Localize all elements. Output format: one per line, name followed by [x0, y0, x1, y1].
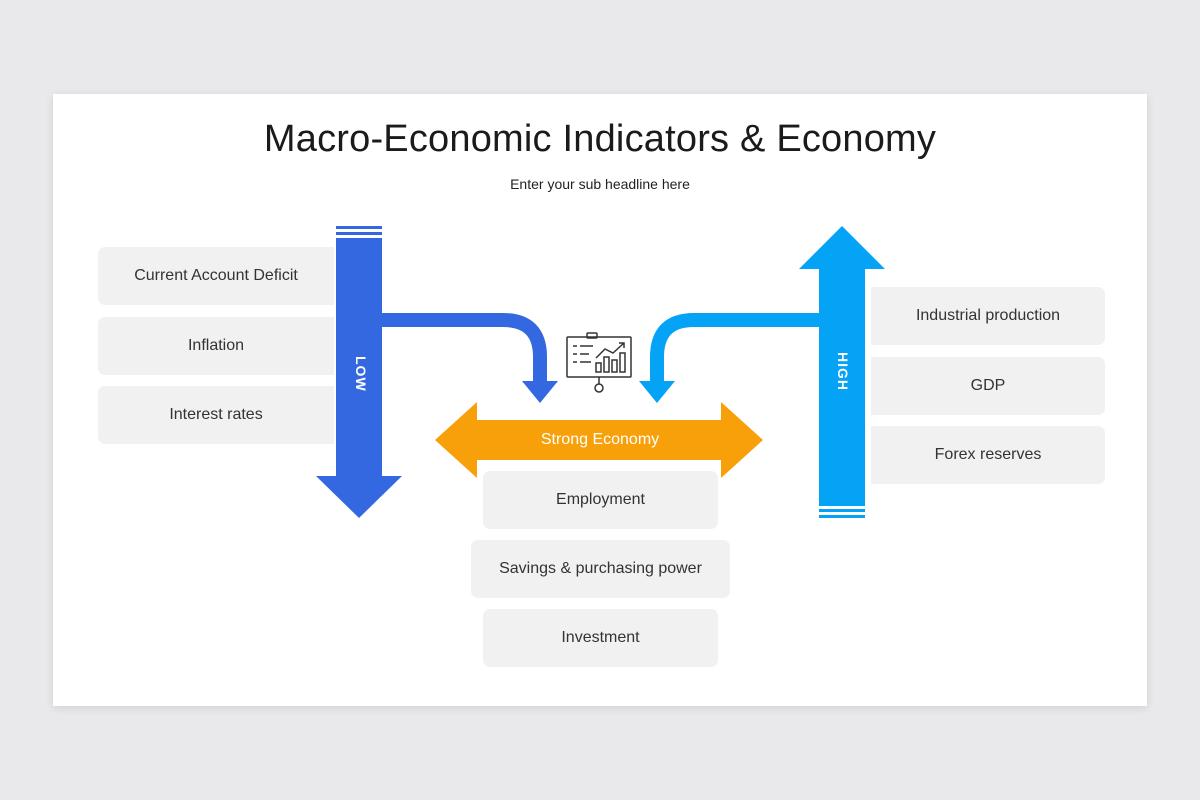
high-indicator-industrial-production: Industrial production: [871, 287, 1105, 345]
diagram-canvas: [316, 226, 885, 518]
high-arrow: [639, 226, 885, 518]
page-title: Macro-Economic Indicators & Economy: [263, 118, 937, 160]
page-subtitle: Enter your sub headline here: [510, 176, 690, 192]
high-label: HIGH: [835, 352, 851, 391]
low-indicator-current-account-deficit: Current Account Deficit: [98, 247, 334, 305]
outcome-employment: Employment: [483, 471, 718, 529]
low-indicator-interest-rates: Interest rates: [98, 386, 334, 444]
outcome-savings-purchasing-power: Savings & purchasing power: [471, 540, 730, 598]
low-arrow: [316, 226, 558, 518]
low-label: LOW: [353, 356, 369, 392]
low-indicator-inflation: Inflation: [98, 317, 334, 375]
outcome-investment: Investment: [483, 609, 718, 667]
strong-economy-arrow: [435, 402, 763, 478]
strong-economy-label: Strong Economy: [540, 431, 660, 448]
high-indicator-forex-reserves: Forex reserves: [871, 426, 1105, 484]
high-indicator-gdp: GDP: [871, 357, 1105, 415]
presentation-chart-icon: [566, 332, 632, 393]
slide: Macro-Economic Indicators & Economy Ente…: [53, 94, 1147, 706]
